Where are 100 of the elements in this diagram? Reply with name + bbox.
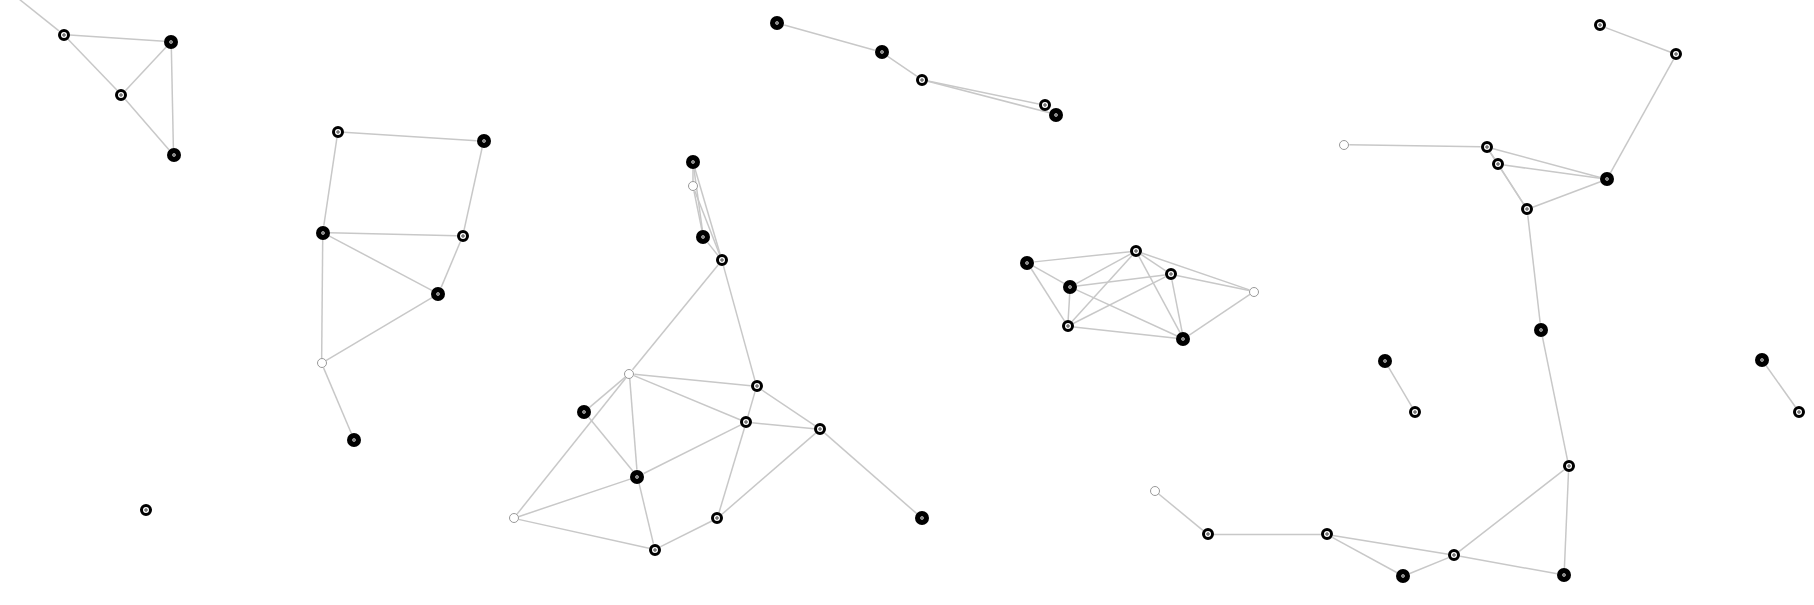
network-edge (824, 432, 918, 515)
network-edge (1531, 181, 1602, 209)
network-edge (124, 98, 170, 151)
network-edge (1459, 555, 1558, 575)
network-node (1408, 405, 1421, 418)
network-node (1020, 255, 1035, 270)
network-edge (1765, 364, 1797, 408)
network-node (1562, 460, 1575, 473)
network-edge (1609, 58, 1675, 174)
network-edge (1458, 469, 1565, 553)
network-edge (440, 240, 462, 289)
network-edge (1072, 276, 1167, 325)
network-edge (1332, 534, 1450, 556)
network-node (685, 154, 700, 169)
network-edge (1348, 143, 1482, 148)
network-node (696, 230, 711, 245)
network-edge (68, 34, 165, 42)
network-node (1521, 203, 1534, 216)
network-edge (718, 427, 746, 514)
network-node (648, 543, 661, 556)
network-edge (886, 55, 918, 78)
network-edge (629, 377, 638, 471)
network-node (814, 423, 827, 436)
network-edge (1033, 250, 1131, 263)
network-node (1249, 286, 1260, 297)
network-edge (463, 147, 483, 231)
network-edge (1157, 492, 1204, 532)
network-edge (927, 80, 1051, 114)
network-edge (642, 424, 742, 475)
network-edge (633, 374, 742, 421)
network-edge (67, 38, 119, 92)
network-edge (722, 265, 756, 382)
network-node (1533, 322, 1548, 337)
network-edge (760, 389, 816, 427)
network-edge (323, 137, 338, 227)
network-edge (1563, 471, 1570, 569)
network-node (770, 16, 785, 31)
network-edge (1073, 326, 1178, 339)
network-node (115, 88, 128, 101)
network-node (456, 230, 469, 242)
network-node (1149, 485, 1160, 496)
network-node (1754, 352, 1769, 367)
network-node (57, 28, 70, 41)
network-node (1377, 353, 1392, 368)
network-node (1557, 567, 1572, 582)
network-edge (516, 376, 627, 516)
network-edge (694, 190, 721, 256)
network-edge (587, 416, 634, 472)
network-node (1130, 245, 1143, 258)
network-node (476, 134, 491, 149)
network-edge (1500, 168, 1525, 206)
network-edge (1541, 335, 1569, 462)
network-node (1320, 528, 1333, 541)
network-edge (783, 24, 876, 51)
network-node (750, 380, 763, 393)
network-node (331, 125, 344, 138)
network-node (1038, 99, 1051, 112)
network-edge (1171, 279, 1183, 333)
network-edge (1075, 289, 1178, 337)
network-node (1792, 405, 1805, 418)
network-node (1599, 172, 1614, 187)
network-edge (1075, 253, 1132, 285)
network-node (431, 286, 446, 301)
network-node (687, 181, 698, 192)
network-edge (1503, 164, 1601, 180)
network-edge (1076, 274, 1166, 287)
network-node (508, 513, 519, 524)
network-node (347, 432, 361, 447)
network-edge (927, 80, 1040, 105)
network-edge (1604, 26, 1672, 53)
network-edge (631, 264, 719, 371)
network-node (1480, 140, 1493, 153)
network-node (874, 45, 889, 60)
network-edge (693, 190, 703, 232)
network-edge (1213, 533, 1322, 536)
network-edge (638, 482, 655, 545)
network-node (1063, 279, 1078, 294)
network-edge (707, 241, 719, 257)
network-node (1396, 569, 1411, 584)
network-edge (320, 238, 324, 359)
network-node (630, 469, 645, 484)
network-edge (1140, 253, 1167, 272)
network-node (315, 225, 330, 240)
network-edge (693, 168, 704, 231)
network-edge (1071, 254, 1133, 323)
network-node (1593, 19, 1606, 32)
network-edge (343, 131, 478, 142)
network-edge (1387, 366, 1413, 408)
network-node (1339, 139, 1350, 150)
network-node (139, 504, 152, 517)
network-node (1049, 107, 1064, 122)
network-node (915, 511, 930, 526)
network-node (1061, 320, 1074, 333)
network-node (711, 512, 724, 525)
network-edge (325, 296, 434, 362)
network-edge (170, 47, 175, 149)
network-edge (124, 46, 168, 92)
network-edge (1489, 151, 1496, 161)
network-edge (517, 478, 632, 518)
network-edge (1527, 214, 1541, 324)
